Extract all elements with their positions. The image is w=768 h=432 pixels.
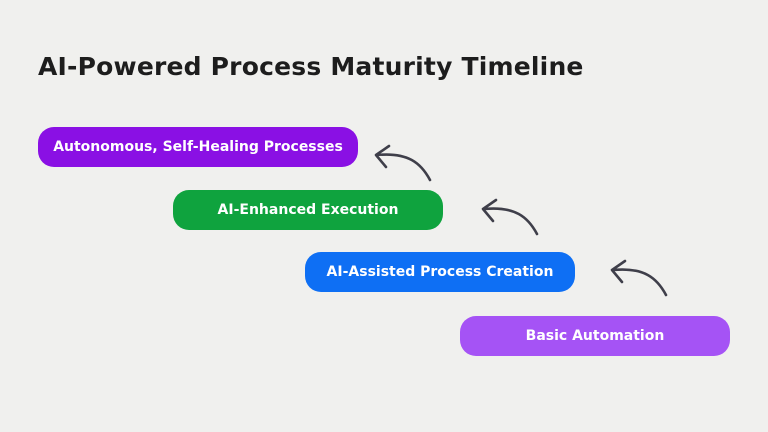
curved-arrow-left-icon	[374, 144, 432, 182]
curved-arrow-left-icon	[481, 198, 539, 236]
stage-ai-assisted-process-creation: AI-Assisted Process Creation	[305, 252, 575, 292]
stage-label: Autonomous, Self-Healing Processes	[53, 139, 343, 155]
stage-basic-automation: Basic Automation	[460, 316, 730, 356]
stage-label: AI-Assisted Process Creation	[326, 264, 554, 280]
page-title: AI-Powered Process Maturity Timeline	[38, 52, 584, 81]
stage-label: Basic Automation	[525, 328, 665, 344]
curved-arrow-left-icon	[610, 259, 668, 297]
stage-label: AI-Enhanced Execution	[217, 202, 399, 218]
stage-autonomous-self-healing-processes: Autonomous, Self-Healing Processes	[38, 127, 358, 167]
stage-ai-enhanced-execution: AI-Enhanced Execution	[173, 190, 443, 230]
